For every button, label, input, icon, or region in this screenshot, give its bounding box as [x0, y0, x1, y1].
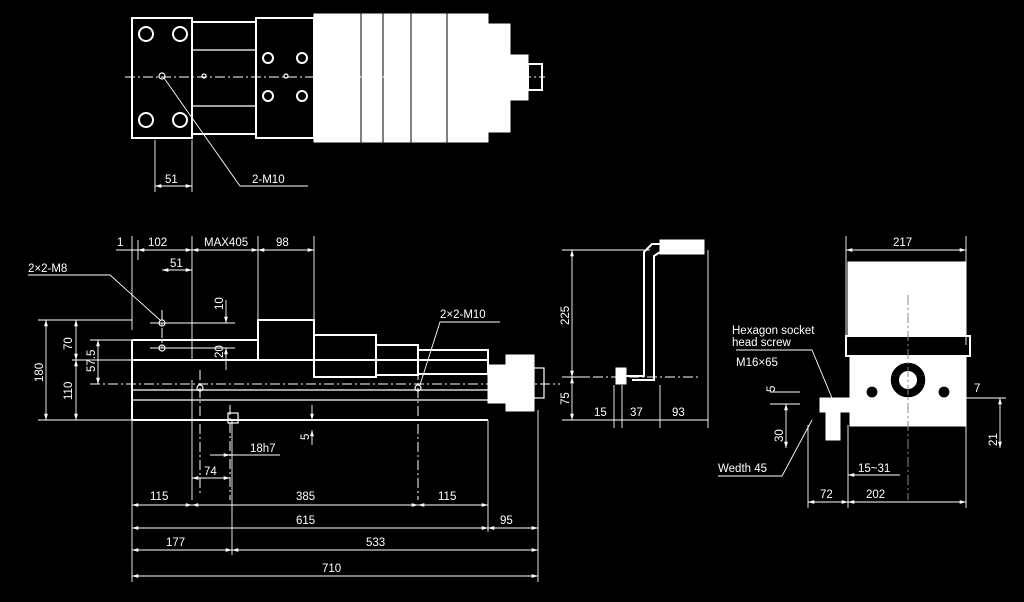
dim-7: 7 — [974, 383, 980, 395]
dim-30: 30 — [774, 429, 786, 442]
dim-51-front: 51 — [170, 258, 183, 270]
dim-225: 225 — [560, 306, 572, 325]
screw-label-line2: head screw — [732, 337, 792, 349]
dim-177: 177 — [166, 537, 185, 549]
top-mounting-holes — [138, 26, 308, 128]
screw-spec: M16×65 — [736, 357, 778, 369]
top-leader-2m10 — [163, 77, 308, 187]
dim-98: 98 — [276, 237, 289, 249]
dim-74: 74 — [204, 466, 217, 478]
dim-110: 110 — [63, 382, 75, 400]
dim-615: 615 — [296, 515, 315, 527]
dim-95: 95 — [500, 515, 513, 527]
front-cylinder-1 — [313, 334, 377, 378]
callout-2x2m10: 2×2-M10 — [440, 309, 486, 321]
dim-202: 202 — [866, 489, 885, 501]
dim-533: 533 — [366, 537, 385, 549]
side-jaw-block — [847, 261, 967, 337]
top-view: 51 2-M10 — [125, 13, 545, 192]
dim-14: 14 — [918, 284, 931, 296]
dim-115-right: 115 — [438, 491, 456, 503]
top-dim-51: 51 — [165, 174, 178, 186]
dim-57-5: 57.5 — [86, 350, 98, 372]
dim-115-left: 115 — [150, 491, 168, 503]
top-cylinder-end — [487, 23, 511, 133]
dim-15-31: 15~31 — [858, 463, 890, 475]
dim-93: 93 — [672, 407, 685, 419]
dim-70: 70 — [63, 337, 75, 350]
front-view: 1 102 MAX405 98 2×2-M8 51 10 — [28, 236, 560, 582]
dim-max405: MAX405 — [204, 237, 248, 249]
width-label: Wedth 45 — [718, 463, 767, 475]
leader-2x2m10 — [419, 321, 500, 386]
leader-screw — [736, 349, 833, 399]
dim-1: 1 — [117, 237, 123, 249]
dim-10: 10 — [214, 297, 226, 310]
dim-200: 200 — [893, 261, 912, 273]
dim-72: 72 — [820, 489, 833, 501]
top-fixed-jaw — [191, 21, 257, 135]
dim-217: 217 — [893, 237, 912, 249]
dim-5-front: 5 — [300, 434, 312, 440]
leader-2x2m8 — [28, 274, 161, 321]
top-cylinder-5 — [447, 13, 489, 143]
dim-385: 385 — [296, 491, 315, 503]
dim-710: 710 — [322, 563, 341, 575]
callout-2x2m8: 2×2-M8 — [28, 263, 67, 275]
top-base-block — [131, 17, 193, 139]
dim-15: 15 — [594, 407, 607, 419]
leader-width — [718, 419, 813, 477]
handle-grip — [659, 239, 705, 255]
top-cylinder-2 — [361, 13, 383, 143]
top-callout-2m10: 2-M10 — [252, 174, 285, 186]
dim-21: 21 — [988, 433, 1000, 446]
dim-18h7: 18h7 — [250, 443, 276, 455]
side-view: 217 200 14 Hexagon socket head screw M16… — [718, 236, 1006, 508]
dim-5-side: 5 — [766, 386, 778, 392]
dim-75: 75 — [560, 392, 572, 405]
handle-crank — [622, 243, 704, 377]
top-cylinder-1 — [313, 13, 361, 143]
top-cylinder-4 — [411, 13, 447, 143]
dim-180: 180 — [34, 363, 46, 382]
front-screw-nut — [505, 354, 535, 412]
dim-37: 37 — [630, 407, 643, 419]
handle-view: 225 75 15 37 93 — [560, 239, 709, 428]
dim-102: 102 — [148, 237, 167, 249]
dim-20: 20 — [214, 345, 226, 358]
front-moving-jaw — [257, 319, 315, 361]
top-cylinder-3 — [383, 13, 411, 143]
screw-label-line1: Hexagon socket — [732, 325, 815, 337]
